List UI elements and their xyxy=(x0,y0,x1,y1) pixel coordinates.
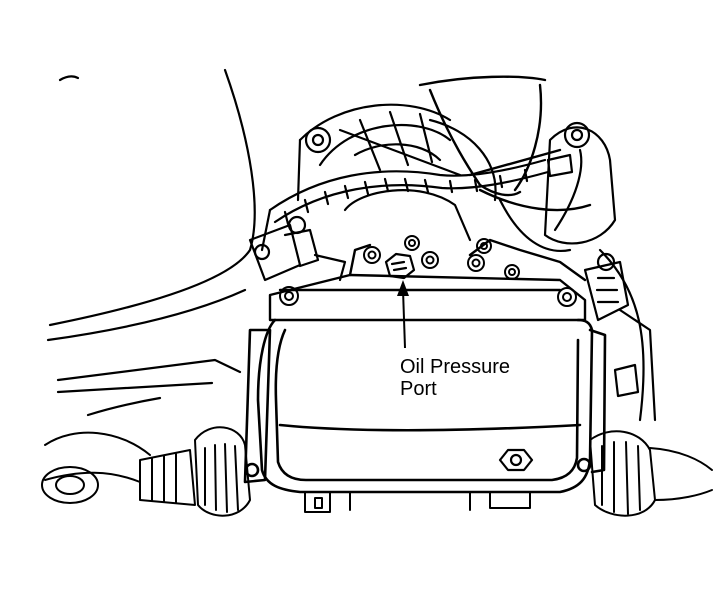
oil-pressure-port xyxy=(384,252,416,280)
left-bracket xyxy=(248,215,347,282)
drain-plug xyxy=(498,448,534,472)
right-suspension xyxy=(583,248,657,422)
callout-label-line-1: Oil Pressure xyxy=(400,356,511,378)
callout-label-line-2: Port xyxy=(400,378,437,400)
chassis-outline xyxy=(46,68,256,417)
bell-housing xyxy=(296,103,497,242)
left-cv-boot xyxy=(41,426,251,517)
exhaust-flange xyxy=(498,121,617,252)
oil-pan-flange xyxy=(268,238,587,322)
flange-bolts xyxy=(279,235,577,307)
oil-pan-body xyxy=(243,318,607,494)
right-cv-boot xyxy=(589,430,713,517)
intake-hose xyxy=(418,75,592,212)
callout-leader xyxy=(397,280,409,349)
lower-fittings xyxy=(304,491,531,513)
wire-harness xyxy=(260,153,574,252)
